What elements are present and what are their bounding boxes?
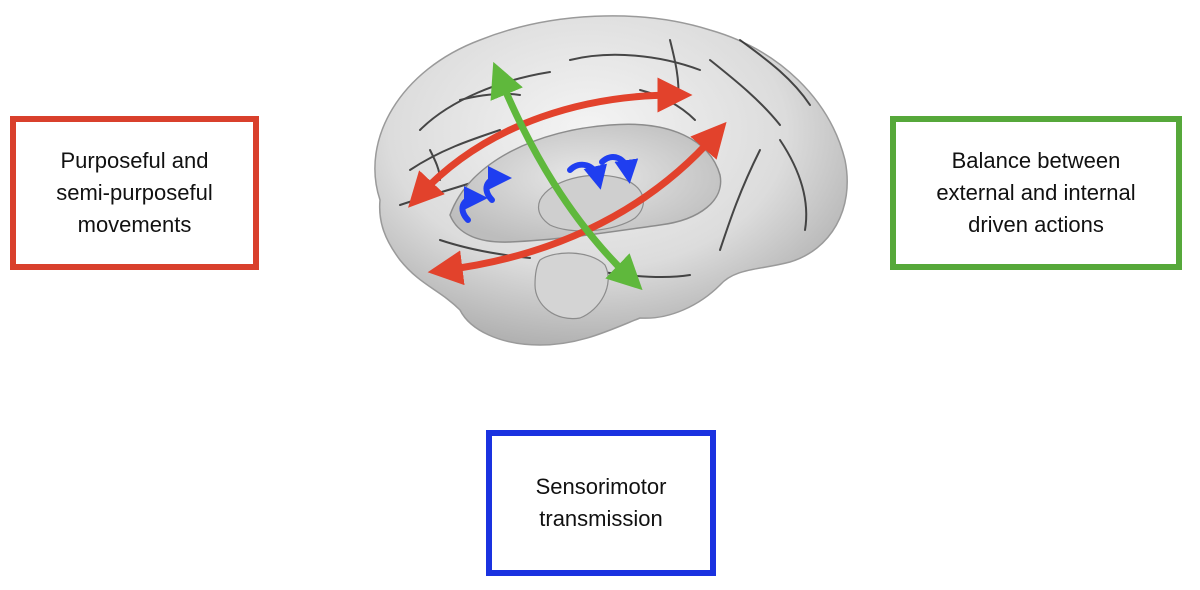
box-blue-line-1: Sensorimotor xyxy=(536,471,667,503)
box-red-line-1: Purposeful and xyxy=(56,145,213,177)
box-red-line-3: movements xyxy=(56,209,213,241)
sensorimotor-box: Sensorimotor transmission xyxy=(486,430,716,576)
balance-actions-box: Balance between external and internal dr… xyxy=(890,116,1182,270)
box-green-line-1: Balance between xyxy=(936,145,1135,177)
sensorimotor-label: Sensorimotor transmission xyxy=(536,471,667,535)
balance-actions-label: Balance between external and internal dr… xyxy=(936,145,1135,241)
purposeful-movements-label: Purposeful and semi-purposeful movements xyxy=(56,145,213,241)
brain-medial-view-illustration xyxy=(340,0,860,380)
box-red-line-2: semi-purposeful xyxy=(56,177,213,209)
purposeful-movements-box: Purposeful and semi-purposeful movements xyxy=(10,116,259,270)
box-green-line-2: external and internal xyxy=(936,177,1135,209)
box-green-line-3: driven actions xyxy=(936,209,1135,241)
box-blue-line-2: transmission xyxy=(536,503,667,535)
